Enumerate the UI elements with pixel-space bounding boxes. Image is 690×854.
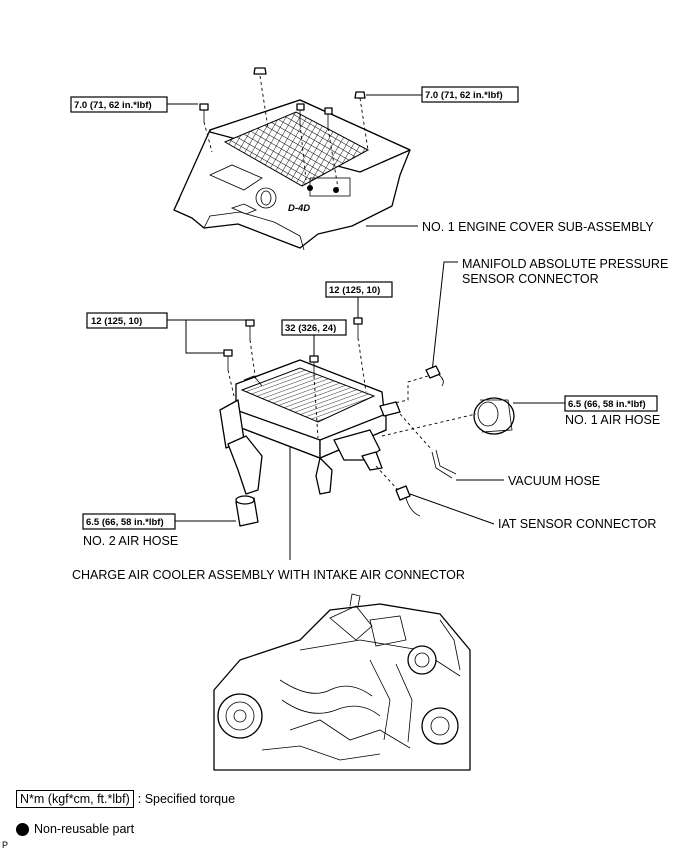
cover-logo: D-4D — [288, 203, 310, 214]
torque-value-cooler-mid: 32 (326, 24) — [285, 323, 336, 334]
torque-box-cooler-right — [325, 281, 393, 298]
no1-air-hose — [473, 397, 515, 435]
torque-value-cooler-left: 12 (125, 10) — [91, 316, 142, 327]
filled-circle-icon — [16, 822, 29, 836]
legend-non-reusable: Non-reusable part — [16, 822, 134, 836]
charge-air-cooler — [219, 359, 401, 495]
map-sensor-connector — [425, 365, 444, 387]
engine-illustration — [213, 593, 471, 771]
legend-torque-unit: N*m (kgf*cm, ft.*lbf) — [16, 790, 134, 808]
legend-torque: N*m (kgf*cm, ft.*lbf) : Specified torque — [16, 790, 235, 808]
label-map-sensor-line1: MANIFOLD ABSOLUTE PRESSURE — [462, 257, 668, 271]
label-iat-sensor: IAT SENSOR CONNECTOR — [498, 517, 656, 531]
label-air-hose-1: NO. 1 AIR HOSE — [565, 413, 660, 427]
vacuum-hose — [431, 449, 457, 479]
legend-non-reusable-text: Non-reusable part — [34, 822, 135, 836]
legend-torque-desc: : Specified torque — [137, 792, 236, 806]
label-map-sensor-line2: SENSOR CONNECTOR — [462, 272, 599, 286]
no2-air-hose — [235, 495, 259, 527]
torque-value-cover-left: 7.0 (71, 62 in.*lbf) — [74, 100, 152, 111]
label-charge-air-cooler: CHARGE AIR COOLER ASSEMBLY WITH INTAKE A… — [72, 568, 465, 582]
label-engine-cover: NO. 1 ENGINE COVER SUB-ASSEMBLY — [422, 220, 654, 234]
torque-value-cooler-right: 12 (125, 10) — [329, 285, 380, 296]
torque-value-air-hose-2: 6.5 (66, 58 in.*lbf) — [86, 517, 164, 528]
label-air-hose-2: NO. 2 AIR HOSE — [83, 534, 178, 548]
corner-mark: P — [2, 840, 9, 850]
engine-cover — [173, 99, 411, 251]
iat-sensor-connector — [395, 485, 421, 517]
torque-value-air-hose-1: 6.5 (66, 58 in.*lbf) — [568, 399, 646, 410]
label-vacuum-hose: VACUUM HOSE — [508, 474, 600, 488]
cover-bolts — [199, 67, 369, 189]
torque-value-cover-right: 7.0 (71, 62 in.*lbf) — [425, 90, 503, 101]
cooler-bolts — [223, 317, 367, 439]
